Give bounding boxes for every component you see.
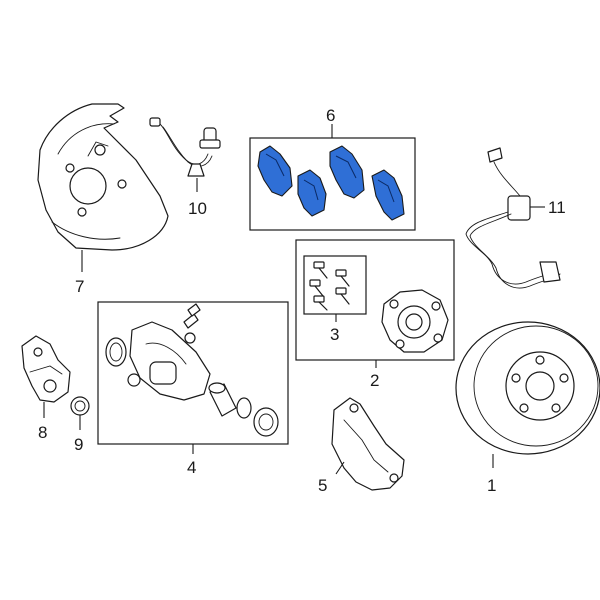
- hub-bolts[interactable]: [309, 261, 350, 311]
- brake-pad-3[interactable]: [329, 145, 365, 199]
- pad-wear-sensor[interactable]: [149, 117, 221, 177]
- hub-bearing[interactable]: [381, 289, 449, 353]
- dust-shield[interactable]: [37, 103, 169, 251]
- callout-4: 4: [187, 458, 196, 477]
- caliper-support[interactable]: [21, 335, 71, 403]
- bolt-kit-box: [303, 255, 367, 315]
- brake-pad-2[interactable]: [297, 169, 327, 217]
- brake-pad-4[interactable]: [371, 169, 405, 221]
- abs-sensor[interactable]: [465, 147, 561, 289]
- callout-2: 2: [370, 371, 379, 390]
- callout-9: 9: [74, 435, 83, 454]
- dust-boot[interactable]: [253, 407, 279, 437]
- o-ring[interactable]: [70, 396, 90, 416]
- callout-leader-5: [335, 461, 345, 475]
- callout-7: 7: [75, 277, 84, 296]
- callout-6: 6: [326, 106, 335, 125]
- brake-rotor[interactable]: [455, 321, 600, 455]
- brake-pad-1[interactable]: [257, 145, 293, 197]
- callout-10: 10: [188, 199, 207, 218]
- caliper-bracket[interactable]: [331, 397, 405, 491]
- caliper-body[interactable]: [127, 321, 211, 401]
- caliper-piston[interactable]: [208, 382, 237, 417]
- caliper-seal-ring[interactable]: [105, 337, 127, 367]
- bleeder-screw[interactable]: [183, 303, 201, 329]
- callout-1: 1: [487, 476, 496, 495]
- callout-8: 8: [38, 423, 47, 442]
- callout-11: 11: [548, 198, 566, 217]
- piston-seal[interactable]: [236, 397, 252, 419]
- callout-5: 5: [318, 476, 327, 495]
- hub-assembly-box: [295, 239, 455, 361]
- callout-3: 3: [330, 325, 339, 344]
